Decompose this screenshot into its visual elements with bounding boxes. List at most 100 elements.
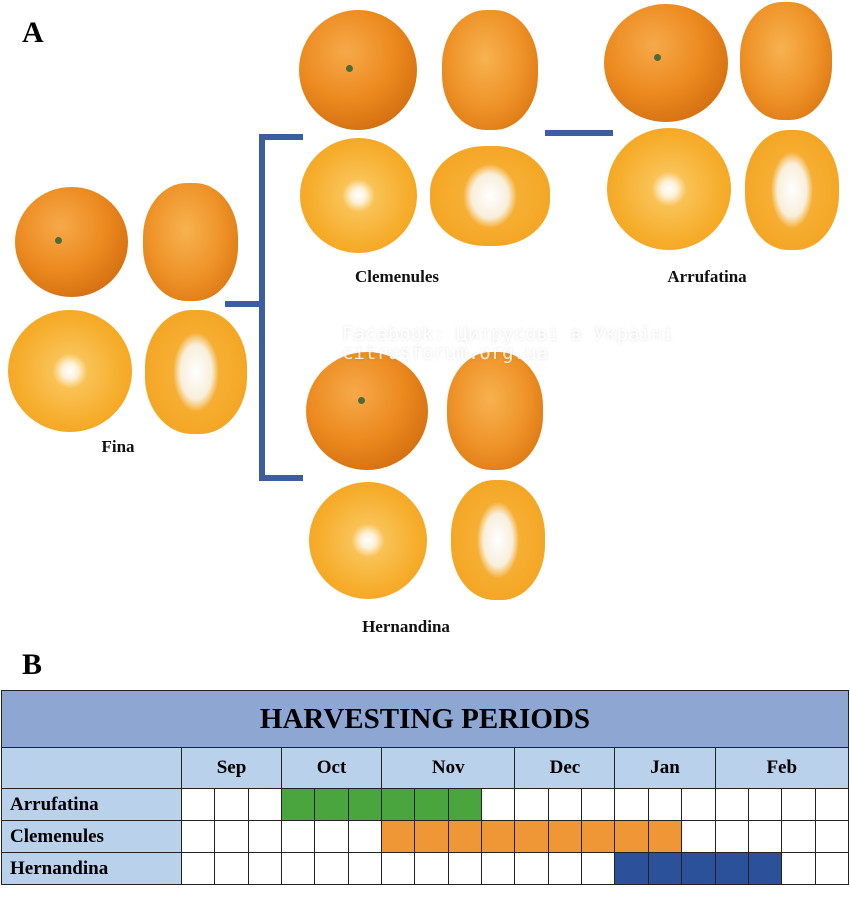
variety-row: Hernandina: [1, 852, 850, 885]
corner-cell: [1, 747, 182, 789]
arrufatina-cross-section-image: [607, 128, 731, 250]
week-cell: [814, 788, 850, 821]
harvest-week-cell: [514, 820, 549, 853]
month-header: Dec: [514, 747, 616, 789]
harvest-week-cell: [547, 820, 583, 853]
variety-row: Arrufatina: [1, 788, 850, 821]
week-cell: [347, 820, 383, 853]
week-cell: [180, 852, 216, 885]
harvest-week-cell: [614, 852, 649, 885]
week-cell: [214, 820, 249, 853]
week-cell: [381, 852, 416, 885]
variety-row: Clemenules: [1, 820, 850, 853]
bracket-stem: [225, 301, 265, 307]
bracket-vertical: [259, 134, 265, 481]
bracket-top-arm: [259, 134, 303, 140]
month-header: Feb: [714, 747, 849, 789]
variety-row-label: Arrufatina: [1, 788, 182, 821]
week-cell: [581, 788, 616, 821]
week-cell: [214, 788, 249, 821]
harvest-week-cell: [381, 820, 416, 853]
week-cell: [814, 852, 850, 885]
month-header: Jan: [614, 747, 716, 789]
week-cell: [247, 788, 283, 821]
week-cell: [514, 788, 549, 821]
week-cell: [747, 788, 783, 821]
harvest-week-cell: [481, 820, 516, 853]
week-cell: [814, 820, 850, 853]
hernandina-whole-side-image: [447, 352, 543, 470]
arrufatina-whole-top-image: [604, 4, 728, 122]
month-header: Nov: [381, 747, 516, 789]
clemenules-whole-top-image: [299, 10, 417, 130]
week-cell: [547, 852, 583, 885]
hernandina-whole-top-image: [306, 352, 428, 470]
harvest-week-cell: [447, 788, 483, 821]
harvest-week-cell: [747, 852, 783, 885]
table-title: HARVESTING PERIODS: [1, 690, 849, 748]
week-cell: [681, 820, 716, 853]
week-cell: [681, 788, 716, 821]
harvest-week-cell: [647, 852, 683, 885]
week-cell: [247, 852, 283, 885]
arrufatina-longitudinal-section-image: [745, 130, 839, 250]
week-cell: [414, 852, 449, 885]
week-cell: [247, 820, 283, 853]
week-cell: [714, 820, 749, 853]
variety-row-label: Clemenules: [1, 820, 182, 853]
clemenules-cross-section-image: [300, 138, 417, 253]
harvest-week-cell: [281, 788, 316, 821]
week-cell: [781, 820, 816, 853]
fina-cross-section-image: [8, 310, 132, 432]
harvest-week-cell: [581, 820, 616, 853]
arrufatina-whole-side-image: [740, 2, 832, 120]
hernandina-label: Hernandina: [362, 617, 450, 636]
fina-whole-side-image: [143, 183, 238, 301]
week-cell: [781, 788, 816, 821]
bracket-bottom-arm: [259, 475, 303, 481]
week-cell: [180, 788, 216, 821]
harvest-week-cell: [414, 788, 449, 821]
harvest-week-cell: [647, 820, 683, 853]
fina-whole-top-image: [15, 187, 128, 297]
harvest-week-cell: [614, 820, 649, 853]
fina-label: Fina: [101, 437, 135, 456]
week-cell: [647, 788, 683, 821]
harvest-week-cell: [447, 820, 483, 853]
watermark-line-2: citrusforum.org.ua: [342, 342, 548, 364]
week-cell: [314, 852, 349, 885]
week-cell: [581, 852, 616, 885]
week-cell: [747, 820, 783, 853]
week-cell: [781, 852, 816, 885]
arrufatina-label: Arrufatina: [667, 267, 747, 286]
month-header: Oct: [281, 747, 383, 789]
week-cell: [547, 788, 583, 821]
week-cell: [714, 788, 749, 821]
week-cell: [180, 820, 216, 853]
week-cell: [481, 852, 516, 885]
hernandina-longitudinal-section-image: [451, 480, 545, 600]
clemenules-arrufatina-link: [545, 130, 613, 136]
clemenules-label: Clemenules: [354, 267, 440, 286]
panel-a-letter: A: [22, 16, 44, 49]
month-header: Sep: [180, 747, 283, 789]
week-cell: [281, 820, 316, 853]
week-cell: [614, 788, 649, 821]
week-cell: [281, 852, 316, 885]
harvest-week-cell: [414, 820, 449, 853]
harvest-week-cell: [347, 788, 383, 821]
panel-b-letter: B: [22, 648, 43, 681]
harvest-week-cell: [681, 852, 716, 885]
variety-row-label: Hernandina: [1, 852, 182, 885]
clemenules-whole-side-image: [442, 10, 538, 130]
week-cell: [481, 788, 516, 821]
harvest-week-cell: [381, 788, 416, 821]
harvest-week-cell: [314, 788, 349, 821]
hernandina-cross-section-image: [309, 482, 427, 599]
week-cell: [514, 852, 549, 885]
clemenules-longitudinal-section-image: [430, 146, 550, 246]
harvest-week-cell: [714, 852, 749, 885]
week-cell: [314, 820, 349, 853]
